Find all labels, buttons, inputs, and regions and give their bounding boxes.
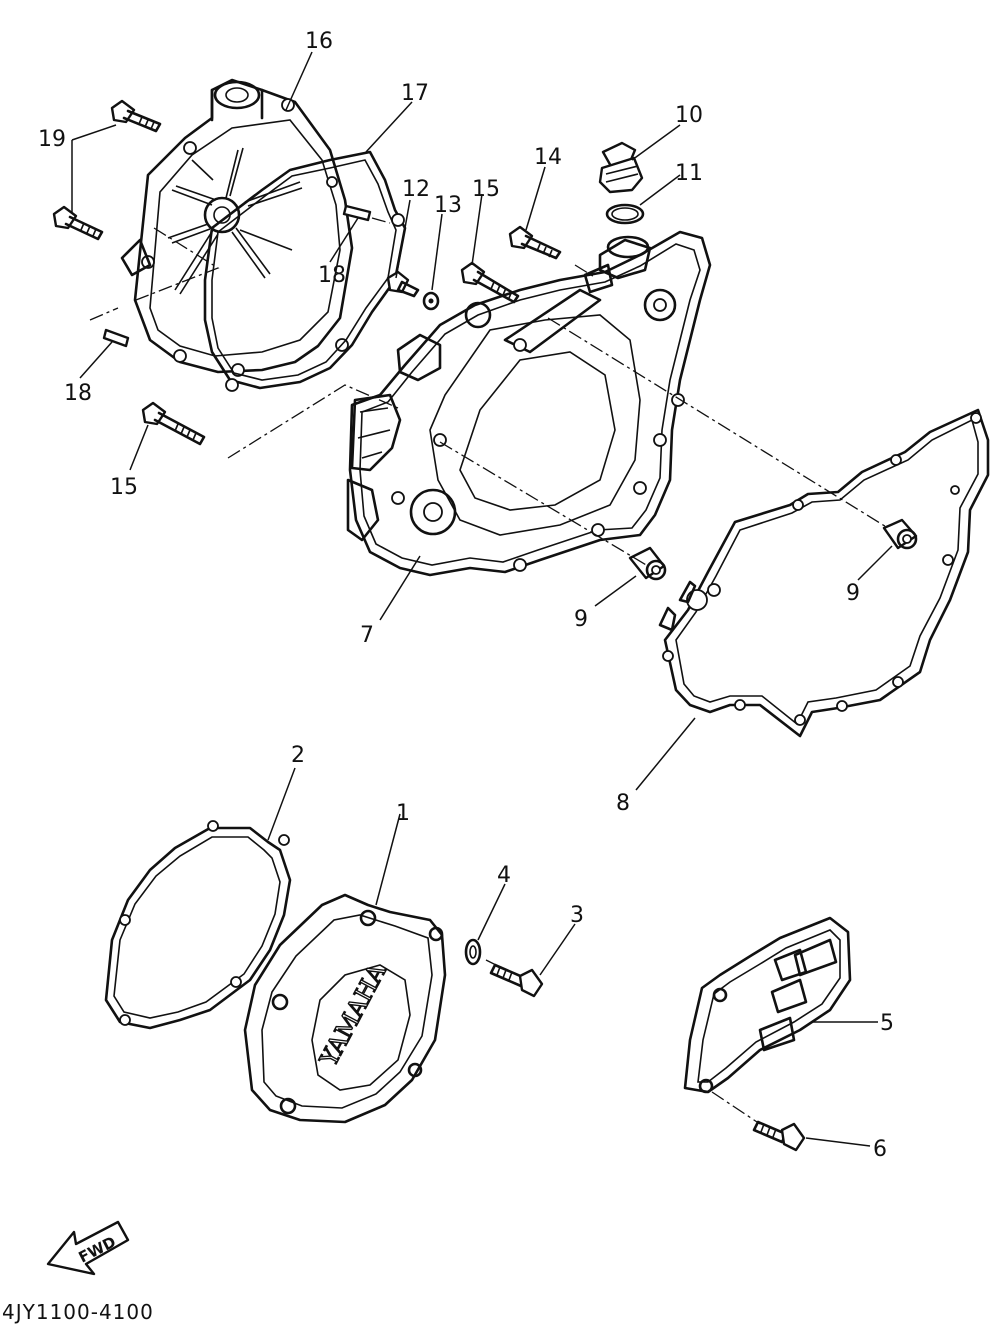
callout-8: 8 (616, 791, 630, 816)
callout-17: 17 (401, 81, 429, 106)
callout-15-lower: 15 (110, 475, 138, 500)
dowel-pin-part-18-upper (342, 204, 372, 222)
o-ring-part-11 (605, 203, 645, 225)
callout-15-upper: 15 (472, 177, 500, 202)
callout-numbers: 16 17 19 10 11 14 12 15 13 18 18 15 7 9 … (38, 29, 894, 1162)
bolt-part-6 (752, 1120, 806, 1152)
callout-14: 14 (534, 145, 562, 170)
washer-part-4 (464, 938, 482, 966)
callout-13: 13 (434, 193, 462, 218)
generator-gasket-part-2 (104, 820, 292, 1030)
bolt-part-15-lower (141, 401, 206, 446)
callout-2: 2 (291, 743, 305, 768)
assembly-center-lines (89, 217, 889, 1125)
callout-12: 12 (402, 177, 430, 202)
oil-filler-plug-part-10 (598, 141, 644, 194)
bolt-part-12 (386, 270, 420, 298)
callout-1: 1 (396, 801, 410, 826)
callout-18-upper: 18 (318, 263, 346, 288)
generator-cover-part-1: YAMAHA (243, 893, 447, 1124)
cover-logo-text: YAMAHA (314, 959, 392, 1072)
callout-leader-lines (71, 51, 893, 1147)
dowel-pin-part-18-lower (102, 328, 130, 348)
callout-16: 16 (305, 29, 333, 54)
callout-11: 11 (675, 161, 703, 186)
callout-4: 4 (497, 863, 511, 888)
callout-3: 3 (570, 903, 584, 928)
callout-19: 19 (38, 127, 66, 152)
callout-9-left: 9 (574, 607, 588, 632)
washer-part-13 (422, 291, 440, 311)
bolt-part-14 (508, 225, 562, 260)
crankcase-gasket-part-8 (658, 408, 990, 738)
sprocket-guard-part-5 (683, 916, 852, 1094)
callout-9-right: 9 (846, 581, 860, 606)
callout-6: 6 (873, 1137, 887, 1162)
dowel-pin-part-9-right (882, 518, 918, 550)
callout-5: 5 (880, 1011, 894, 1036)
diagram-code: 4JY1100-4100 (2, 1300, 154, 1324)
bolt-part-19-lower (52, 205, 104, 241)
callout-7: 7 (360, 623, 374, 648)
dowel-pin-part-9-left (628, 546, 667, 581)
callout-18-lower: 18 (64, 381, 92, 406)
clutch-cover-part-16 (120, 78, 354, 377)
forward-direction-arrow: FWD (46, 1220, 130, 1276)
bolt-part-19-upper (110, 99, 162, 133)
crankcase-cover-part-7 (346, 230, 712, 577)
bolt-part-3 (489, 963, 544, 998)
callout-10: 10 (675, 103, 703, 128)
bolt-part-15-upper (460, 261, 520, 304)
